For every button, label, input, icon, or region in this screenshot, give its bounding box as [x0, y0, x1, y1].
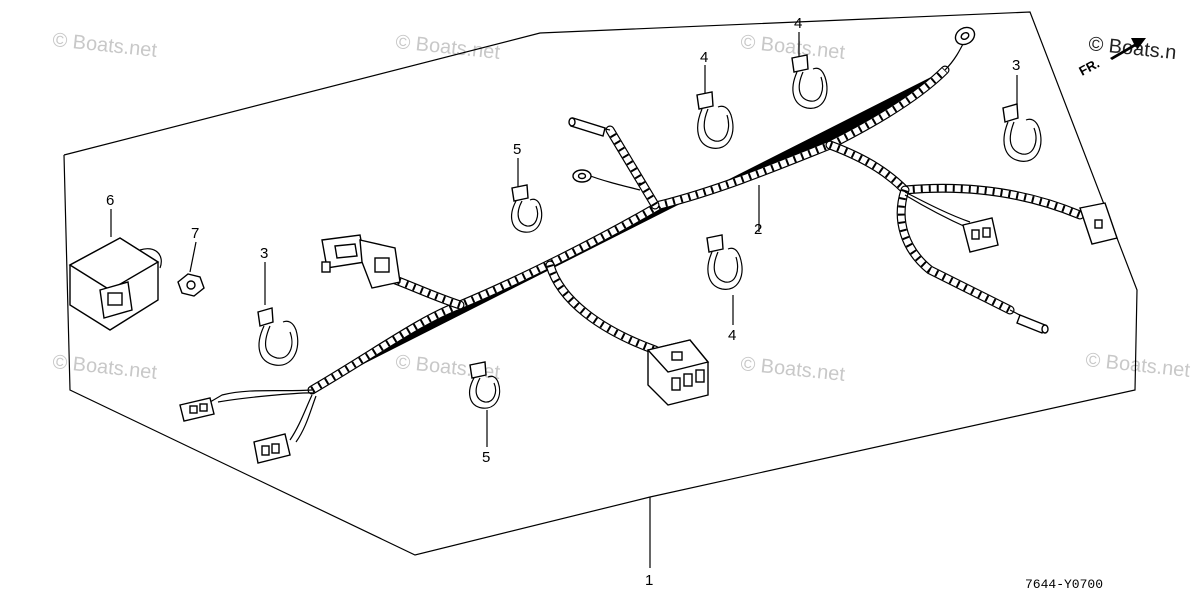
callout-4: 4 [728, 327, 736, 344]
callout-5: 5 [482, 449, 490, 466]
callout-3: 3 [1012, 57, 1020, 74]
watermark: © Boats.net [51, 29, 158, 62]
band-clamp [510, 184, 543, 233]
callout-4: 4 [700, 49, 708, 66]
ring-terminal [572, 169, 592, 183]
bullet-terminal [568, 117, 606, 137]
band-clamp [1002, 103, 1042, 162]
band-clamp [468, 361, 501, 409]
callout-2: 2 [754, 221, 762, 238]
callout-4: 4 [794, 15, 802, 32]
kit-outline [63, 11, 1138, 556]
two-pin-connector [1079, 202, 1118, 245]
multi-pin-connector [646, 339, 710, 406]
two-pin-connector [179, 397, 215, 422]
two-pin-connector [962, 217, 999, 253]
watermark: © Boats.net [51, 351, 158, 384]
diagram-code: 7644-Y0700 [1025, 577, 1103, 592]
band-clamp [706, 234, 743, 290]
watermark: © Boats.net [1084, 349, 1191, 382]
two-pin-connector [253, 433, 291, 464]
callout-3: 3 [260, 245, 268, 262]
direction-label: FR. [1076, 56, 1102, 79]
corner-watermark: © Boats.n [1087, 33, 1177, 64]
callout-1: 1 [645, 572, 653, 589]
control-unit [68, 237, 162, 331]
band-clamp [257, 307, 299, 366]
bullet-terminal [1016, 314, 1049, 334]
arrow-head [1110, 38, 1146, 60]
watermark: © Boats.net [739, 353, 846, 386]
harness-connector [321, 234, 401, 289]
callout-6: 6 [106, 192, 114, 209]
leader-line-7 [189, 241, 197, 273]
band-clamp [791, 54, 828, 109]
band-clamp [696, 91, 734, 149]
wire-harness [204, 39, 1085, 443]
nut [177, 273, 205, 297]
callout-5: 5 [513, 141, 521, 158]
ring-terminal [954, 26, 976, 46]
callout-7: 7 [191, 225, 199, 242]
